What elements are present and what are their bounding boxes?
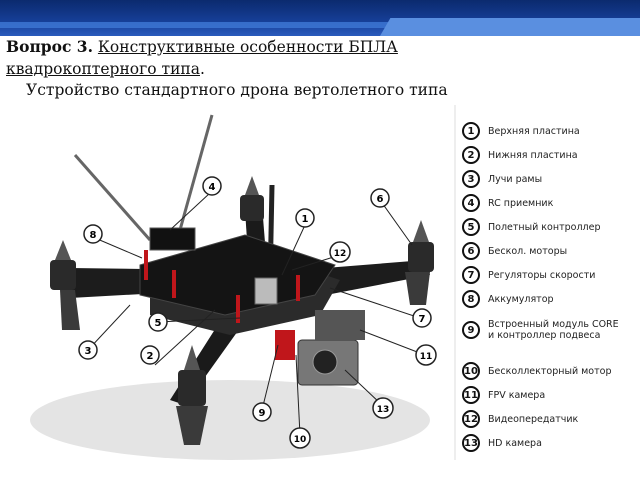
hd-camera-lens [312, 349, 338, 375]
slide-header-bar [0, 0, 640, 36]
standoff-2 [172, 270, 176, 298]
antenna-left [73, 154, 152, 241]
flight-controller-box [254, 277, 278, 305]
drone-illustration: 1 2 3 4 5 6 7 8 9 10 11 12 13 [30, 105, 456, 460]
rc-receiver [149, 227, 196, 251]
svg-text:9: 9 [259, 408, 266, 419]
motor-front [176, 345, 208, 445]
svg-text:10: 10 [294, 435, 307, 445]
standoff-4 [296, 275, 300, 301]
callout-10: 10 [289, 427, 311, 449]
motor-front-left [50, 240, 80, 330]
svg-text:1: 1 [302, 214, 309, 225]
svg-text:8: 8 [90, 230, 97, 241]
standoff-3 [236, 295, 240, 323]
callout-8: 8 [83, 224, 103, 244]
callout-2: 2 [140, 345, 160, 365]
svg-text:13: 13 [377, 405, 390, 415]
svg-text:6: 6 [377, 194, 384, 205]
svg-text:4: 4 [209, 182, 216, 193]
callout-11: 11 [415, 344, 437, 366]
motor-back [240, 176, 264, 221]
svg-text:3: 3 [85, 346, 92, 357]
ground-shadow [30, 380, 430, 460]
callout-6: 6 [370, 188, 390, 208]
callout-1: 1 [295, 208, 315, 228]
gimbal-motor [275, 330, 295, 360]
standoff-1 [144, 250, 148, 280]
antenna-right [178, 114, 214, 231]
question-prefix: Вопрос 3. [6, 37, 93, 56]
question-suffix: . [200, 60, 205, 78]
header-wedge [380, 18, 640, 36]
top-plate [139, 234, 336, 316]
subtitle: Устройство стандартного дрона вертолетно… [26, 81, 448, 99]
callout-7: 7 [412, 308, 432, 328]
callout-4: 4 [202, 176, 222, 196]
gimbal-frame [315, 310, 365, 340]
callout-9: 9 [252, 402, 272, 422]
question-heading: Вопрос 3. Конструктивные особенности БПЛ… [6, 36, 606, 80]
callout-5: 5 [148, 312, 168, 332]
motor-right [405, 220, 434, 305]
question-title-line1: Конструктивные особенности БПЛА [97, 38, 398, 56]
svg-text:11: 11 [420, 352, 433, 362]
question-title-line2: квадрокоптерного типа [6, 60, 200, 78]
callout-3: 3 [78, 340, 98, 360]
svg-text:7: 7 [419, 314, 426, 325]
callout-13: 13 [372, 397, 394, 419]
svg-text:5: 5 [155, 318, 162, 329]
svg-text:12: 12 [334, 249, 347, 259]
header-stripe [0, 22, 640, 28]
svg-text:2: 2 [147, 351, 154, 362]
callout-12: 12 [329, 241, 351, 263]
